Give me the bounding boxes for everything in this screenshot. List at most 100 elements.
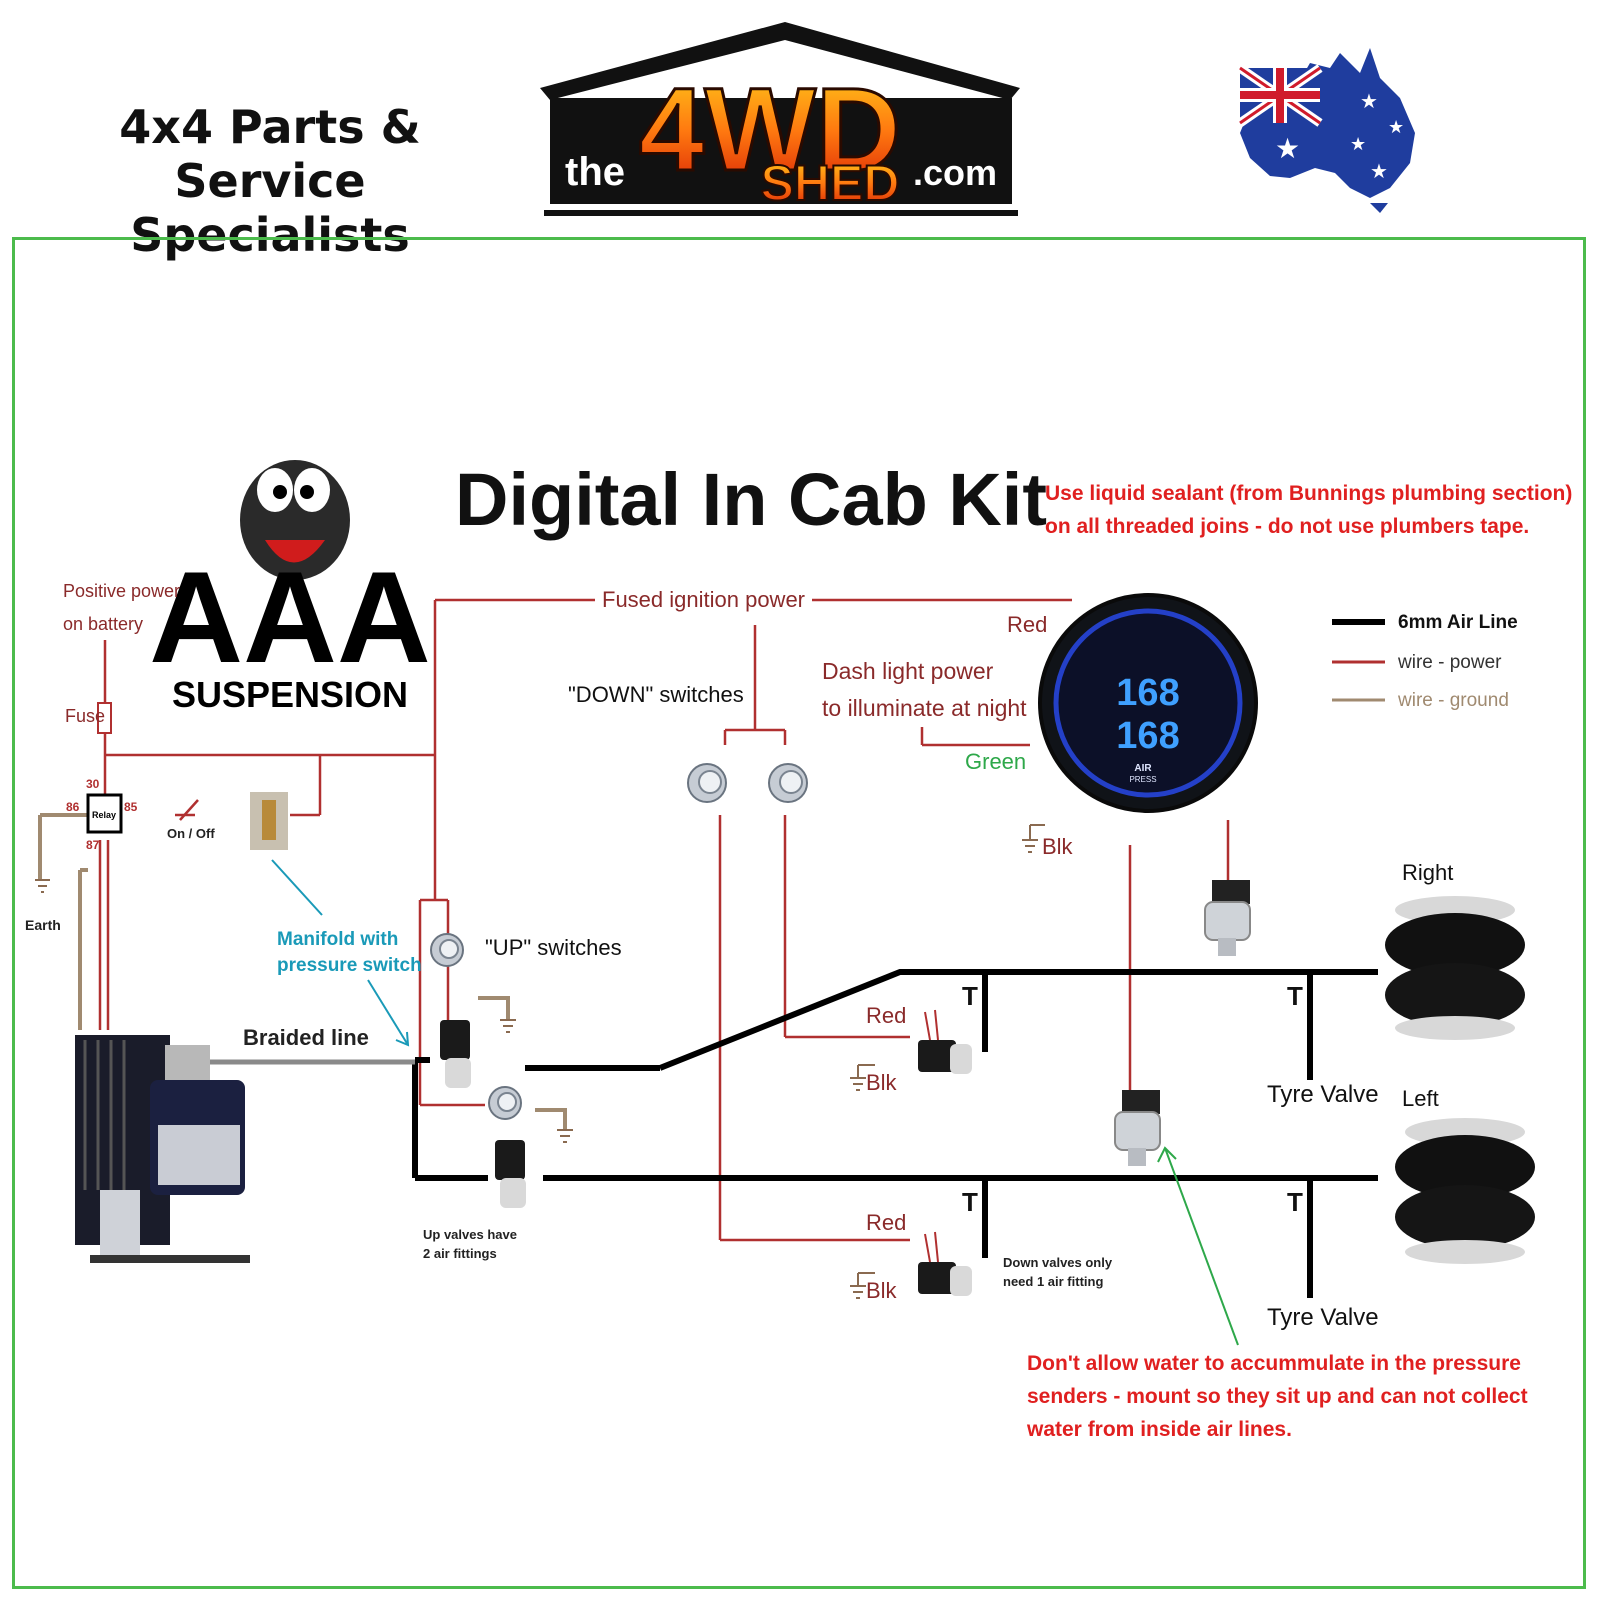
tee-label: T [1287, 1187, 1303, 1217]
power-wires [98, 598, 1230, 1242]
tee-label: T [962, 1187, 978, 1217]
ground-symbol-icon [500, 1019, 516, 1033]
up-valves-note-2: 2 air fittings [423, 1246, 497, 1261]
digital-air-gauge: 168 168 AIR PRESS [1038, 593, 1258, 813]
air-bag-left-icon [1395, 1118, 1535, 1264]
ground-symbol-icon [850, 1272, 875, 1299]
down-switch-icon[interactable] [687, 763, 727, 803]
valve-red-label-upper: Red [866, 1003, 906, 1028]
the-4wd-shed-logo[interactable]: the 4WD SHED .com [540, 20, 1030, 220]
on-off-label: On / Off [167, 826, 215, 841]
gauge-red-label: Red [1007, 612, 1047, 637]
manifold-label-1: Manifold with [277, 929, 398, 950]
up-switch-icon[interactable] [488, 1086, 522, 1120]
up-valve-icon [495, 1140, 526, 1208]
pressure-sender-icon [1114, 1090, 1161, 1166]
svg-text:★: ★ [1360, 91, 1378, 113]
up-valves-note-1: Up valves have [423, 1227, 517, 1242]
positive-power-label-2: on battery [63, 614, 143, 634]
brand-name: SUSPENSION [172, 674, 408, 715]
valve-red-label-lower: Red [866, 1210, 906, 1235]
water-note-line-3: water from inside air lines. [1026, 1418, 1292, 1441]
gauge-top-value: 168 [1116, 672, 1179, 714]
roof-shape [540, 22, 1020, 100]
ground-symbol-icon [850, 1064, 875, 1091]
ground-symbol-icon [1022, 824, 1045, 853]
svg-text:★: ★ [1275, 133, 1300, 164]
fuse-label: Fuse [65, 706, 105, 726]
dash-light-label-1: Dash light power [822, 658, 994, 684]
tyre-valve-label-upper: Tyre Valve [1267, 1081, 1379, 1108]
down-valve-icon [918, 1231, 972, 1296]
down-switches-label: "DOWN" switches [568, 682, 744, 707]
aaa-suspension-logo: AAA SUSPENSION [149, 460, 431, 715]
valve-blk-label-lower: Blk [866, 1278, 898, 1303]
earth-label: Earth [25, 917, 61, 933]
svg-text:★: ★ [1350, 134, 1366, 154]
svg-text:★: ★ [1388, 117, 1404, 137]
water-note-line-1: Don't allow water to accummulate in the … [1027, 1352, 1521, 1375]
up-switches-label: "UP" switches [485, 935, 622, 960]
logo-shed: SHED [761, 155, 900, 211]
ground-wires [38, 813, 567, 1130]
brand-mark: AAA [149, 544, 431, 690]
logo-dot-com: .com [913, 152, 997, 193]
fused-ignition-label: Fused ignition power [602, 587, 805, 612]
header-tagline: 4x4 Parts & Service Specialists [30, 100, 510, 262]
braided-line-label: Braided line [243, 1025, 369, 1050]
ground-symbol-icon [557, 1129, 573, 1143]
up-valve-icon [440, 1020, 471, 1088]
tyre-valve-label-lower: Tyre Valve [1267, 1304, 1379, 1331]
down-valves-note-2: need 1 air fitting [1003, 1274, 1103, 1289]
shed-body [550, 98, 1012, 210]
australia-flag-icon: ★ ★ ★ ★ ★ [1237, 48, 1415, 213]
manifold-label-2: pressure switch [277, 955, 422, 976]
tee-label: T [962, 981, 978, 1011]
svg-text:★: ★ [1370, 161, 1388, 183]
water-note-arrow [1157, 1146, 1239, 1346]
tee-label: T [1287, 981, 1303, 1011]
compressor-icon [75, 1035, 250, 1263]
gauge-blk-label: Blk [1042, 834, 1074, 859]
diagram-title: Digital In Cab Kit [455, 458, 1047, 541]
legend-air-line: 6mm Air Line [1398, 612, 1518, 633]
logo-4wd: 4WD [639, 64, 901, 196]
diagram-frame [12, 237, 1586, 1589]
left-bag-label: Left [1402, 1086, 1439, 1111]
pressure-switch-icon [250, 792, 288, 850]
legend-ground: wire - ground [1397, 690, 1509, 711]
sealant-note-line-2: on all threaded joins - do not use plumb… [1045, 515, 1529, 538]
down-valve-icon [918, 1009, 972, 1074]
air-lines [412, 969, 1378, 1298]
pin-86-label: 86 [66, 800, 80, 814]
gauge-label-1: AIR [1134, 763, 1152, 774]
relay-icon [86, 793, 123, 834]
valve-blk-label-upper: Blk [866, 1070, 898, 1095]
air-bag-right-icon [1385, 896, 1525, 1040]
dash-light-label-2: to illuminate at night [822, 695, 1027, 721]
gauge-label-2: PRESS [1129, 775, 1156, 784]
pin-30-label: 30 [86, 777, 100, 791]
down-valves-note-1: Down valves only [1003, 1255, 1113, 1270]
pin-87-label: 87 [86, 838, 100, 852]
legend-power: wire - power [1397, 652, 1502, 673]
right-bag-label: Right [1402, 860, 1453, 885]
up-switch-icon[interactable] [430, 933, 464, 967]
pressure-sender-icon [1204, 880, 1251, 956]
legend: 6mm Air Line wire - power wire - ground [1332, 612, 1518, 711]
sealant-note-line-1: Use liquid sealant (from Bunnings plumbi… [1045, 482, 1572, 505]
gauge-green-label: Green [965, 749, 1026, 774]
pin-85-label: 85 [124, 800, 138, 814]
logo-the: the [565, 150, 625, 194]
manifold-arrow [271, 859, 410, 1047]
down-switch-icon[interactable] [768, 763, 808, 803]
positive-power-label-1: Positive power [63, 581, 180, 601]
relay-label: Relay [92, 810, 116, 820]
gauge-bottom-value: 168 [1116, 715, 1179, 757]
fuse-icon [97, 702, 112, 734]
water-note-line-2: senders - mount so they sit up and can n… [1027, 1385, 1528, 1408]
ground-symbol-icon [35, 879, 50, 893]
tagline-line-1: 4x4 Parts & Service [119, 100, 421, 208]
tagline-line-2: Specialists [130, 208, 410, 262]
